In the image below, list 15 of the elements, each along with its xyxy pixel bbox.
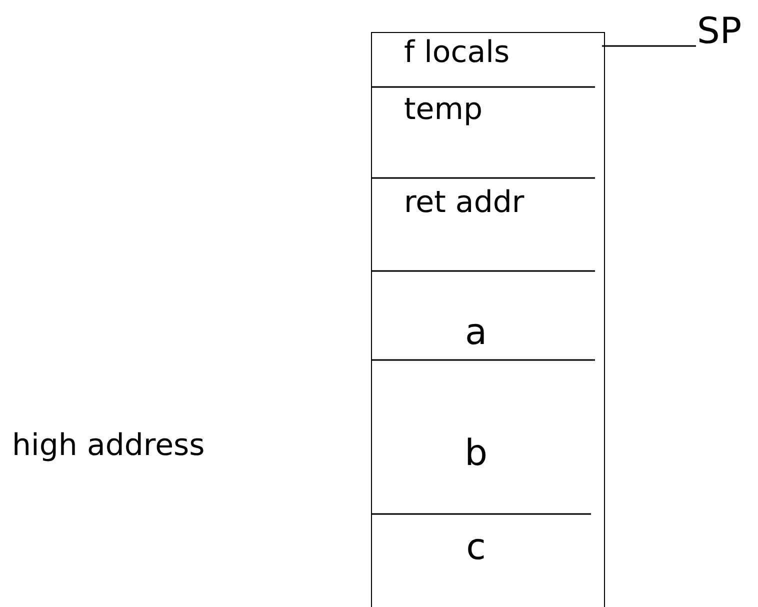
slot-label: c [465,530,487,566]
slot-label: a [464,315,488,351]
slot-label: ret addr [404,188,524,218]
stack-slot [371,32,605,87]
stack-slot [371,178,605,271]
register-name: SP [697,14,742,50]
slot-label: b [464,436,488,472]
slot-label: f locals [404,38,510,68]
stack-slot [371,87,605,178]
leader-line [602,45,696,47]
address-note: high address [12,431,205,461]
stack-slot [371,271,605,360]
slot-label: temp [404,95,482,125]
stack-slot [371,360,605,514]
stack-slot [371,514,605,607]
